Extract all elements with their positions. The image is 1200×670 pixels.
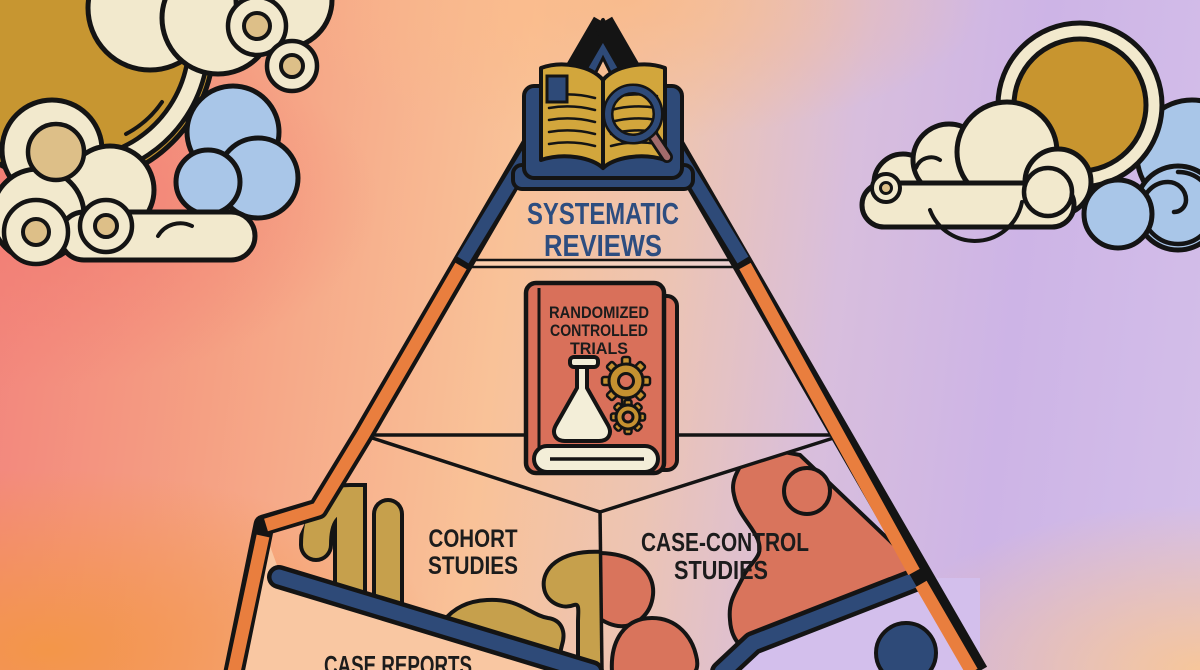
- pyramid-dividers: [362, 258, 844, 670]
- gold-blob: [541, 549, 600, 670]
- coral-blob: [609, 615, 700, 670]
- coral-circle: [782, 466, 832, 516]
- flask-icon: [552, 355, 612, 443]
- case-control-label-line1: CASE-CONTROL: [641, 527, 809, 557]
- coral-blob: [600, 550, 656, 629]
- gear-icon: [600, 355, 652, 407]
- magnifier-icon: [602, 83, 673, 163]
- evidence-pyramid: CASE REPORTS RANDOMIZED CONTROLLED: [223, 16, 988, 670]
- blue-cloud-top-left: [173, 83, 301, 221]
- cohort-studies-label-line2: STUDIES: [428, 552, 518, 580]
- orange-edge: [739, 262, 920, 576]
- rct-label-line2: CONTROLLED: [550, 321, 648, 340]
- navy-dot: [874, 621, 938, 670]
- systematic-reviews-label-line2: REVIEWS: [544, 228, 662, 263]
- bottom-left-panel: [234, 524, 588, 670]
- rct-label-line3: TRIALS: [570, 339, 628, 358]
- gear-icon: [609, 398, 647, 436]
- open-book-magnifier-icon: [511, 62, 695, 191]
- orange-edge: [264, 262, 467, 532]
- orange-edge: [227, 534, 270, 670]
- cream-cloud-top-right: [859, 99, 1094, 243]
- cloud-swirl-icon: [25, 121, 87, 183]
- cream-cloud-top-left: [85, 0, 335, 94]
- rct-book-icon: RANDOMIZED CONTROLLED TRIALS: [523, 280, 679, 476]
- cohort-studies-label-line1: COHORT: [429, 525, 518, 553]
- bottom-level-label-partial: CASE REPORTS: [324, 650, 472, 670]
- case-control-label-line2: STUDIES: [674, 555, 768, 585]
- systematic-reviews-label-line1: SYSTEMATIC: [527, 196, 679, 231]
- page-image-box: [545, 74, 569, 104]
- panel-borders: [267, 565, 932, 670]
- rct-label-line1: RANDOMIZED: [549, 303, 649, 322]
- blue-cloud-puff: [1081, 177, 1155, 251]
- cream-cloud-bottom-left: [0, 97, 258, 267]
- orange-edge: [915, 580, 978, 670]
